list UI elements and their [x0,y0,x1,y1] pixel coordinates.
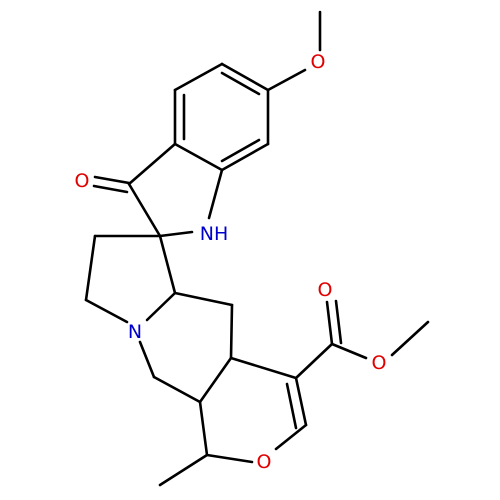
bond [173,291,234,307]
amide-nh-label: NH [200,223,229,245]
bond [127,182,162,238]
bond [330,342,368,360]
ketone-oxygen-label: O [75,170,90,192]
bond [138,340,156,379]
bond [158,453,209,487]
bond [229,303,234,360]
pyran-oxygen-label: O [257,451,272,473]
bond [173,142,224,172]
bond [205,453,254,464]
bond [220,62,270,92]
bond [158,234,177,295]
bond [274,423,308,451]
bond [294,342,334,380]
bond [152,375,202,404]
bond [158,230,194,238]
bond [145,291,177,322]
bond [229,356,298,380]
bond [220,138,261,163]
bond [220,142,270,172]
bond [84,298,129,324]
bond [285,382,298,430]
bond [84,234,97,302]
methoxy-oxygen-label: O [311,51,326,73]
atom-labels: O O NH N O O O [75,51,387,473]
bond [198,400,209,457]
bond [266,68,307,92]
bond [92,184,129,194]
bond [294,376,308,427]
bond [93,175,131,185]
bond [220,71,261,96]
bond [334,299,343,345]
bond [207,168,224,220]
bond [127,142,177,186]
bond [390,320,430,357]
bond [173,62,224,92]
carbonyl-oxygen-label: O [318,279,333,301]
bond [198,356,233,404]
bonds [84,10,430,487]
ring-nitrogen-label: N [128,321,142,343]
ester-oxygen-label: O [372,352,387,374]
bond [325,300,334,346]
